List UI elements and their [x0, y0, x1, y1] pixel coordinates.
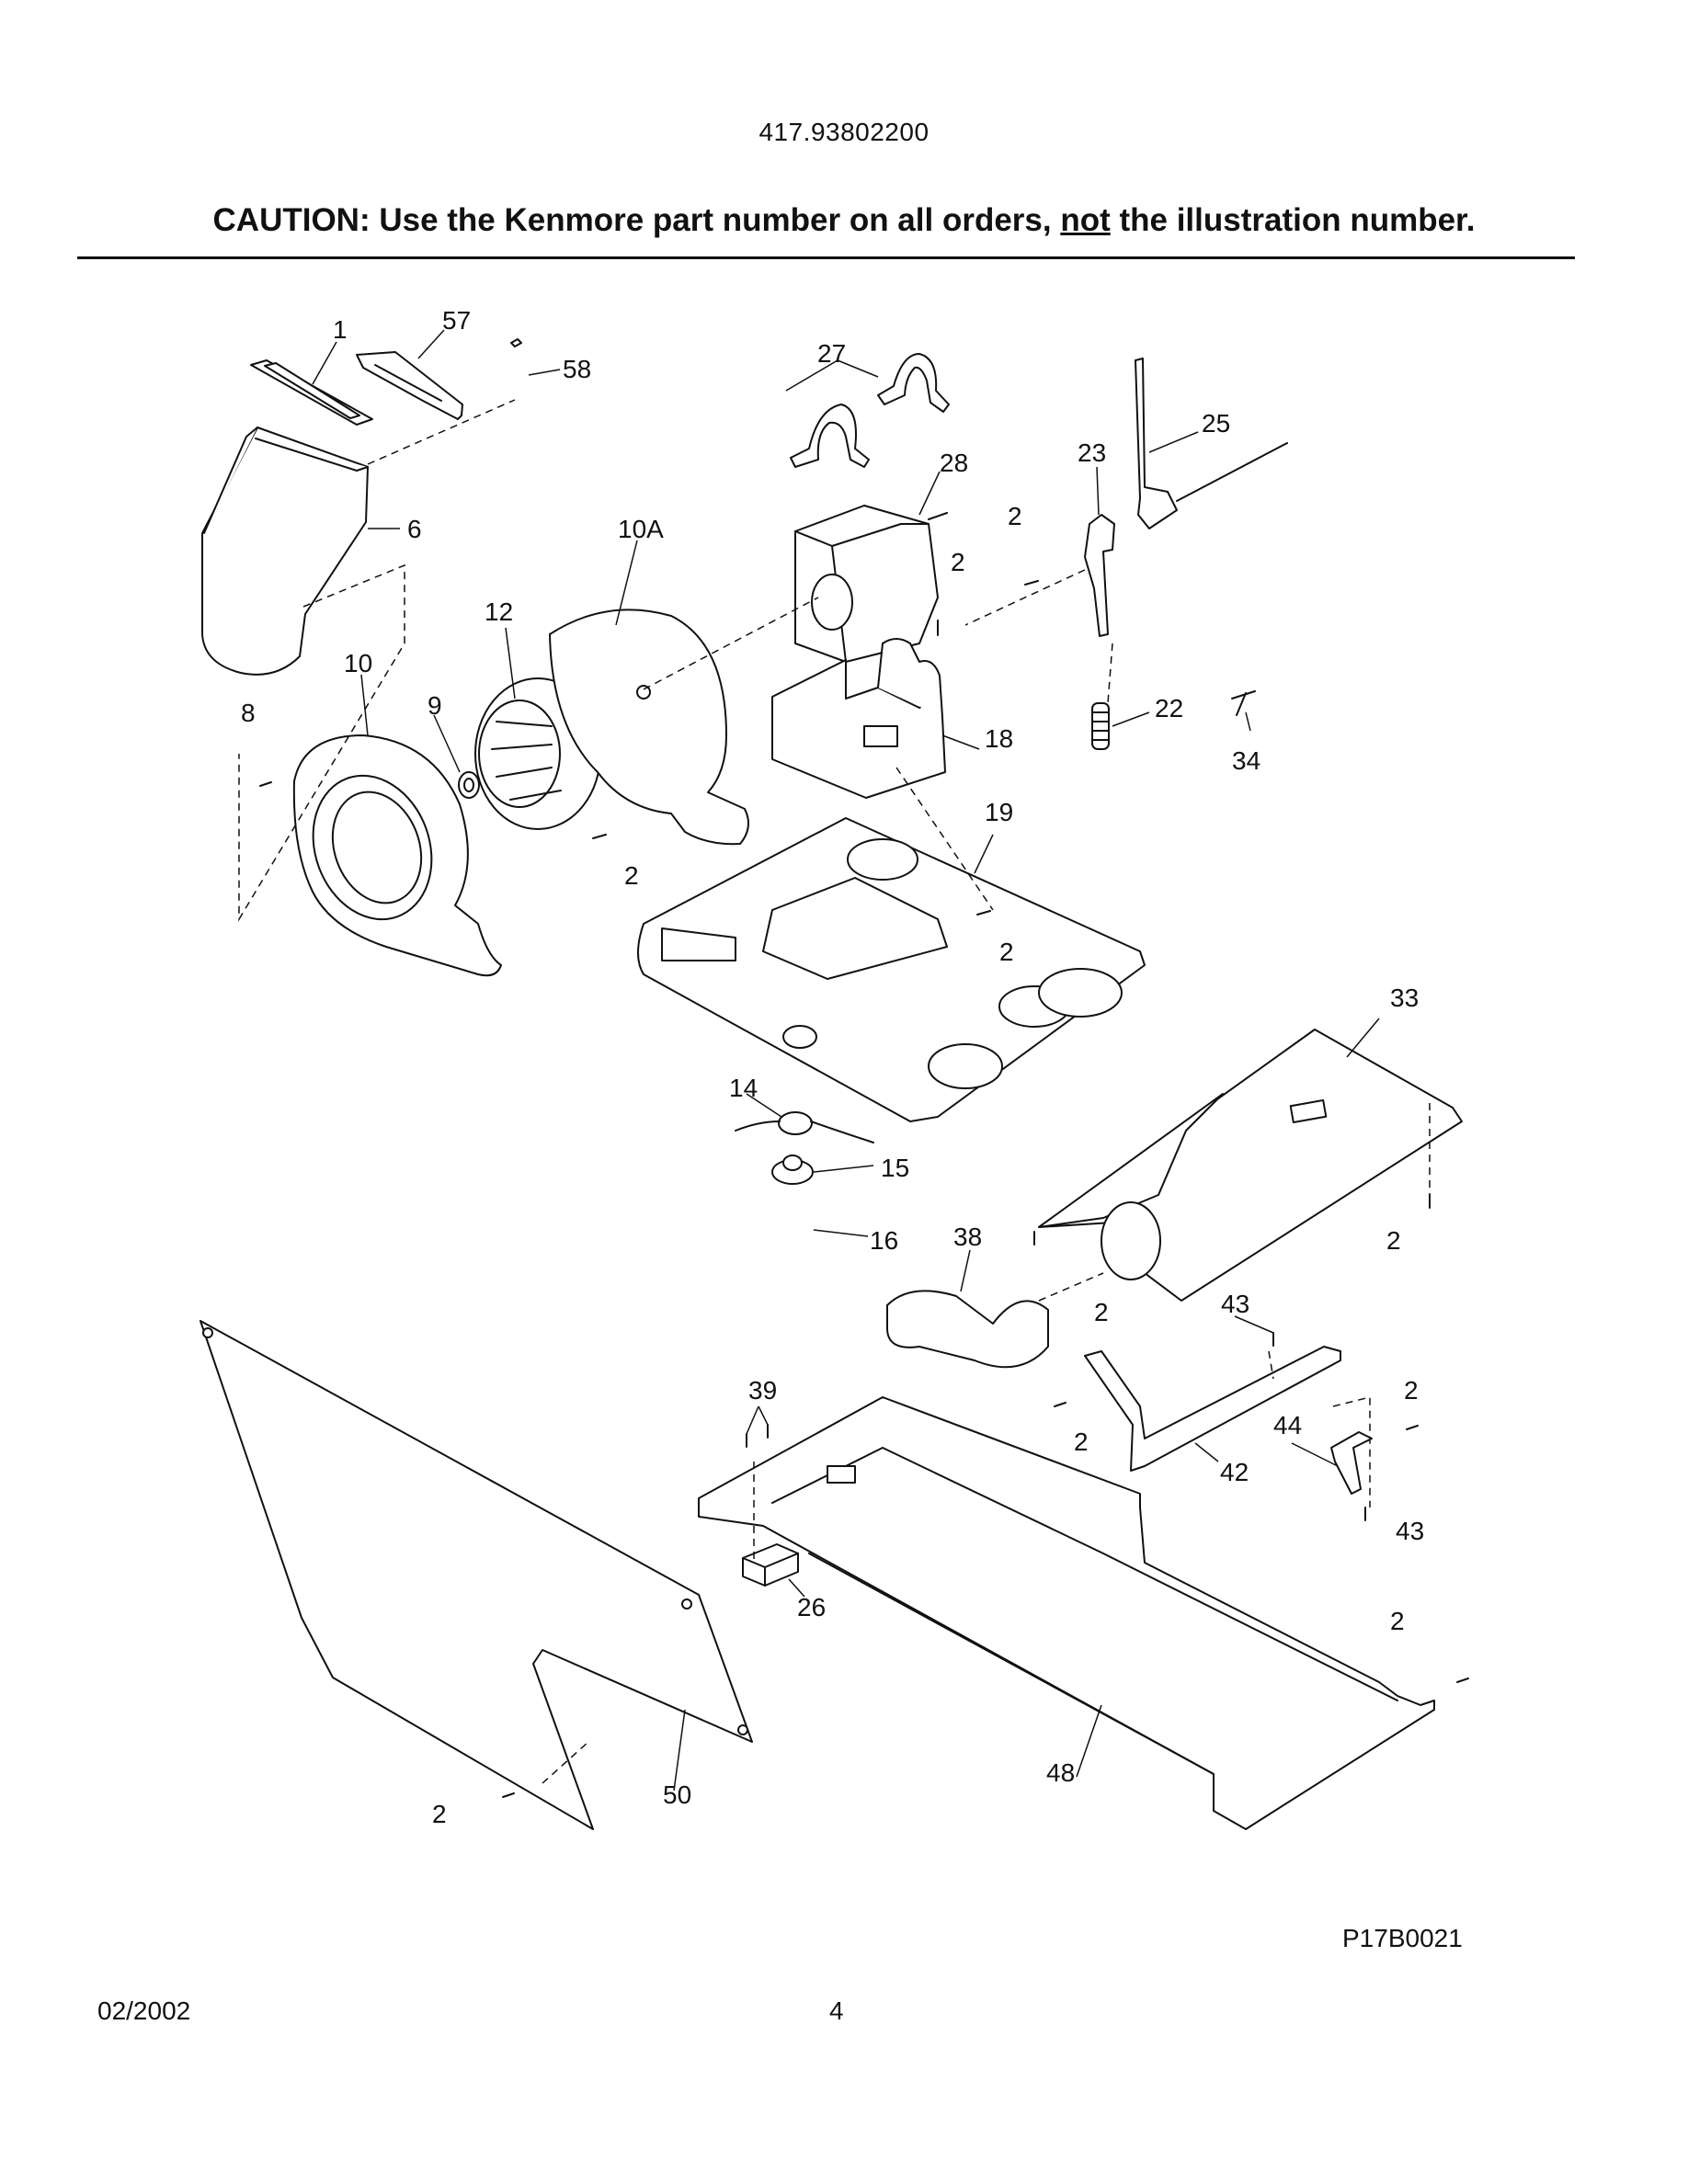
callout-8: 8	[241, 699, 256, 727]
part-42-rail-bracket	[1084, 1346, 1341, 1472]
part-15-thermostat-mount	[771, 1155, 814, 1185]
caution-suffix: the illustration number.	[1110, 202, 1476, 238]
callout-2-j: 2	[432, 1800, 447, 1828]
callout-2-b: 2	[951, 548, 965, 576]
part-34-screw	[1231, 690, 1256, 716]
callout-19: 19	[985, 798, 1014, 826]
footer-page-number: 4	[829, 1996, 844, 2025]
callout-26: 26	[797, 1593, 827, 1621]
callout-16: 16	[870, 1226, 899, 1255]
model-number: 417.93802200	[758, 118, 930, 146]
callout-9: 9	[428, 691, 442, 720]
callout-50: 50	[663, 1780, 692, 1809]
callout-14: 14	[729, 1074, 758, 1102]
callout-2-c: 2	[624, 861, 639, 890]
callout-18: 18	[985, 724, 1014, 753]
part-25-belt-line	[1176, 442, 1288, 502]
part-14-thermostat	[735, 1111, 874, 1143]
callout-33: 33	[1390, 984, 1420, 1012]
footer-date: 02/2002	[97, 1996, 191, 2025]
callout-2-f: 2	[1094, 1298, 1109, 1326]
part-44-clip	[1330, 1431, 1373, 1495]
header-divider	[77, 256, 1575, 259]
callout-27: 27	[817, 339, 847, 368]
assembly-guide-lines	[238, 399, 1431, 1784]
callout-2-d: 2	[999, 938, 1014, 966]
part-18-motor-mount	[771, 638, 946, 799]
part-25-idler-rod	[1135, 358, 1178, 529]
part-50-panel	[200, 1320, 753, 1830]
callout-10a: 10A	[618, 515, 664, 543]
fastener-screws	[259, 580, 1469, 1798]
caution-notice: CAUTION: Use the Kenmore part number on …	[0, 202, 1688, 239]
part-48-base	[698, 1396, 1435, 1830]
callout-22: 22	[1155, 694, 1184, 722]
part-19-base-plate	[637, 817, 1146, 1122]
callout-2-a: 2	[1008, 502, 1022, 530]
part-9-washer-hole	[463, 778, 474, 792]
callout-39: 39	[748, 1376, 778, 1405]
caution-emphasis: not	[1060, 202, 1111, 238]
callout-15: 15	[881, 1154, 910, 1182]
caution-prefix: CAUTION: Use the Kenmore part number on …	[212, 202, 1061, 238]
part-38-duct-elbow	[886, 1290, 1049, 1369]
callout-43-a: 43	[1221, 1290, 1250, 1318]
callout-6: 6	[407, 515, 422, 543]
callout-38: 38	[953, 1223, 983, 1251]
callout-48: 48	[1046, 1758, 1076, 1787]
callout-44: 44	[1273, 1411, 1303, 1439]
callout-2-e: 2	[1386, 1226, 1401, 1255]
callout-58: 58	[563, 355, 592, 383]
callout-42: 42	[1220, 1458, 1249, 1486]
callout-25: 25	[1202, 409, 1231, 438]
part-6-duct	[201, 427, 369, 676]
part-23-idler-bracket	[1084, 514, 1115, 637]
callout-1: 1	[333, 315, 348, 344]
callout-34: 34	[1232, 746, 1261, 775]
part-58-screw	[510, 338, 522, 347]
callout-28: 28	[940, 449, 969, 477]
part-27-clamp-right	[877, 353, 950, 413]
part-22-spring	[1091, 702, 1110, 750]
callout-2-h: 2	[1074, 1428, 1089, 1456]
part-33-heater-pan	[1038, 1029, 1463, 1302]
callout-57: 57	[442, 306, 472, 335]
callout-23: 23	[1078, 438, 1107, 467]
callout-12: 12	[485, 597, 514, 626]
part-27-clamp-left	[790, 404, 870, 468]
callout-2-g: 2	[1404, 1376, 1419, 1405]
part-10-blower-housing	[292, 734, 502, 977]
part-57-bracket	[356, 351, 463, 420]
callout-leaders	[312, 329, 1380, 1792]
part-10a-blower-housing-rear	[549, 609, 749, 846]
part-28-motor	[794, 505, 948, 663]
part-1-filter-strip	[250, 359, 373, 426]
callout-2-i: 2	[1390, 1607, 1405, 1635]
callout-43-b: 43	[1396, 1517, 1425, 1545]
part-26-block	[742, 1543, 799, 1587]
callout-10: 10	[344, 649, 373, 677]
diagram-id: P17B0021	[1342, 1924, 1463, 1952]
